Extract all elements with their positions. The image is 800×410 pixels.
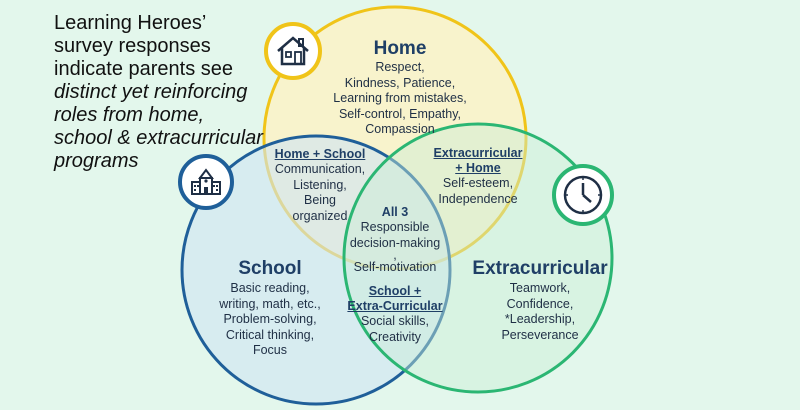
intro-line: survey responses <box>54 35 211 57</box>
school-extra-title: School + <box>368 284 422 298</box>
school-building-icon <box>178 154 234 210</box>
all3-title: All 3 <box>381 205 409 219</box>
extracurricular-item: Perseverance <box>501 327 579 342</box>
intro-line: distinct yet reinforcing <box>54 81 248 103</box>
intro-line: indicate parents see <box>54 58 234 80</box>
extracurricular-item: *Leadership, <box>504 312 576 326</box>
school-extra-item: Creativity <box>368 329 422 344</box>
home-item: Respect, <box>375 60 425 74</box>
home-school-title: Home + School <box>274 147 366 161</box>
extracurricular-label: Extracurricular Teamwork, Confidence, *L… <box>460 257 620 343</box>
all3-item: Self-motivation <box>353 260 437 274</box>
extra-home-title: Extracurricular <box>433 146 523 160</box>
school-extra-label: School + Extra-Curricular Social skills,… <box>340 284 450 345</box>
extracurricular-item: Confidence, <box>506 296 574 311</box>
extracurricular-title: Extracurricular <box>472 258 608 279</box>
home-item: Self-control, Empathy, <box>338 106 462 121</box>
school-item: Problem-solving, <box>223 312 317 326</box>
extra-home-item: Self-esteem, <box>442 176 514 190</box>
extra-home-item: Independence <box>438 191 518 206</box>
intro-line: programs <box>54 150 139 172</box>
home-item: Kindness, Patience, <box>344 75 456 90</box>
intro-line: Learning Heroes’ <box>54 12 207 34</box>
clock-icon <box>552 164 614 226</box>
intro-text: Learning Heroes’ survey responses indica… <box>54 12 294 173</box>
intro-line: roles from home, <box>54 104 205 126</box>
house-icon <box>264 22 322 80</box>
home-title: Home <box>373 38 427 59</box>
school-extra-title: Extra-Curricular <box>347 299 443 313</box>
extra-home-title: + Home <box>455 161 501 175</box>
all3-label: All 3 Responsible decision-making , Self… <box>340 205 450 276</box>
home-school-label: Home + School Communication, Listening, … <box>262 147 378 224</box>
school-circle <box>180 134 452 406</box>
school-item: Basic reading, <box>230 281 310 295</box>
home-school-item: Listening, <box>293 177 347 192</box>
home-school-item: Being <box>304 193 336 207</box>
home-school-item: Communication, <box>274 162 366 176</box>
school-item: Focus <box>252 343 288 357</box>
intro-line: school & extracurricular <box>54 127 263 149</box>
extra-home-label: Extracurricular + Home Self-esteem, Inde… <box>420 146 536 207</box>
extracurricular-circle <box>342 122 614 394</box>
school-item: Critical thinking, <box>225 327 315 342</box>
school-extra-item: Social skills, <box>360 314 430 328</box>
home-item: Compassion <box>365 122 435 136</box>
school-title: School <box>238 258 302 279</box>
school-item: writing, math, etc., <box>219 296 321 311</box>
school-label: School Basic reading, writing, math, etc… <box>200 257 340 359</box>
extracurricular-item: Teamwork, <box>509 281 571 295</box>
all3-item: , <box>393 248 397 262</box>
home-item: Learning from mistakes, <box>333 91 467 105</box>
all3-item: decision-making <box>349 235 441 250</box>
home-label: Home Respect, Kindness, Patience, Learni… <box>320 38 480 138</box>
home-school-item: organized <box>292 208 348 223</box>
all3-item: Responsible <box>360 220 430 234</box>
